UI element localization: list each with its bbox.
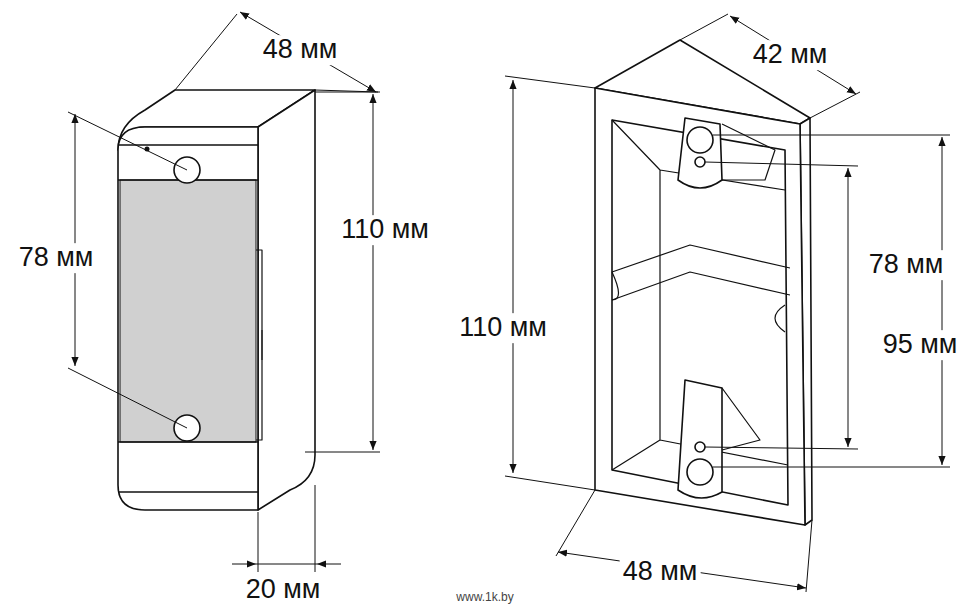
lug xyxy=(678,118,722,188)
dimension-label: 78 мм xyxy=(866,250,947,280)
dimension-label: 110 мм xyxy=(456,313,550,343)
dimension-label: 42 мм xyxy=(750,40,831,70)
dimension-label: 48 мм xyxy=(620,557,701,587)
dimension-label: 110 мм xyxy=(338,215,432,245)
dimension-label: 20 мм xyxy=(243,575,324,605)
frame-front xyxy=(595,88,805,525)
dimension-label: 48 мм xyxy=(260,35,341,65)
box-front xyxy=(118,127,258,510)
lug xyxy=(678,380,722,498)
watermark: www.1k.by xyxy=(453,591,516,604)
hole xyxy=(687,127,713,153)
box-side xyxy=(258,90,315,510)
dimension-label: 95 мм xyxy=(880,330,961,360)
hole xyxy=(687,459,713,485)
window xyxy=(120,180,256,442)
dimension-label: 78 мм xyxy=(16,243,97,273)
